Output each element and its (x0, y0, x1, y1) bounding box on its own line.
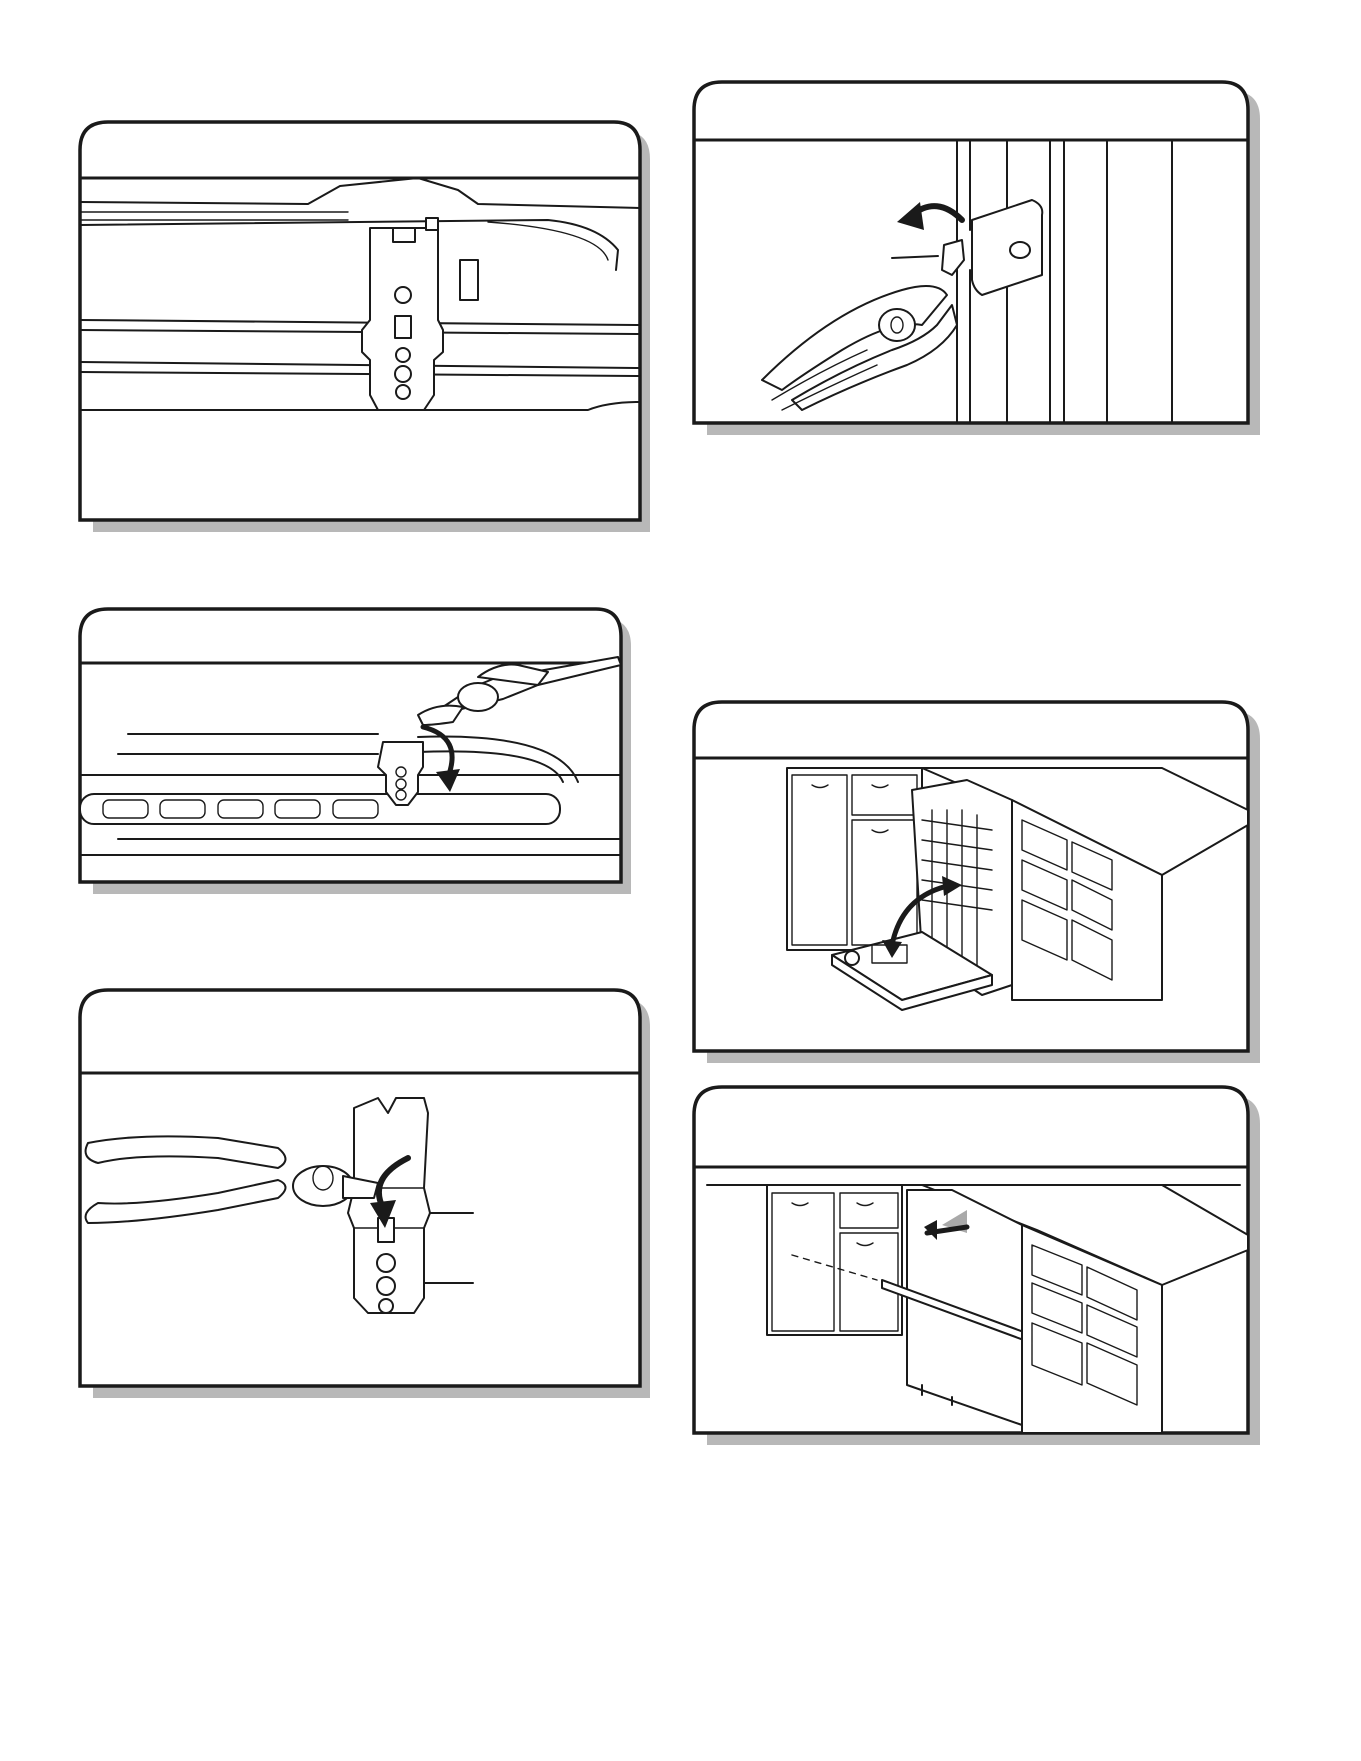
figure-latch-tab (78, 120, 645, 527)
figure-dishwasher-door-open (692, 700, 1255, 1058)
figure-dishwasher-slide-in (692, 1085, 1255, 1440)
figure-pliers-bend-down (78, 607, 626, 889)
figure-pliers-bend-tab (78, 988, 645, 1393)
figure-pliers-side-bracket (692, 80, 1255, 430)
